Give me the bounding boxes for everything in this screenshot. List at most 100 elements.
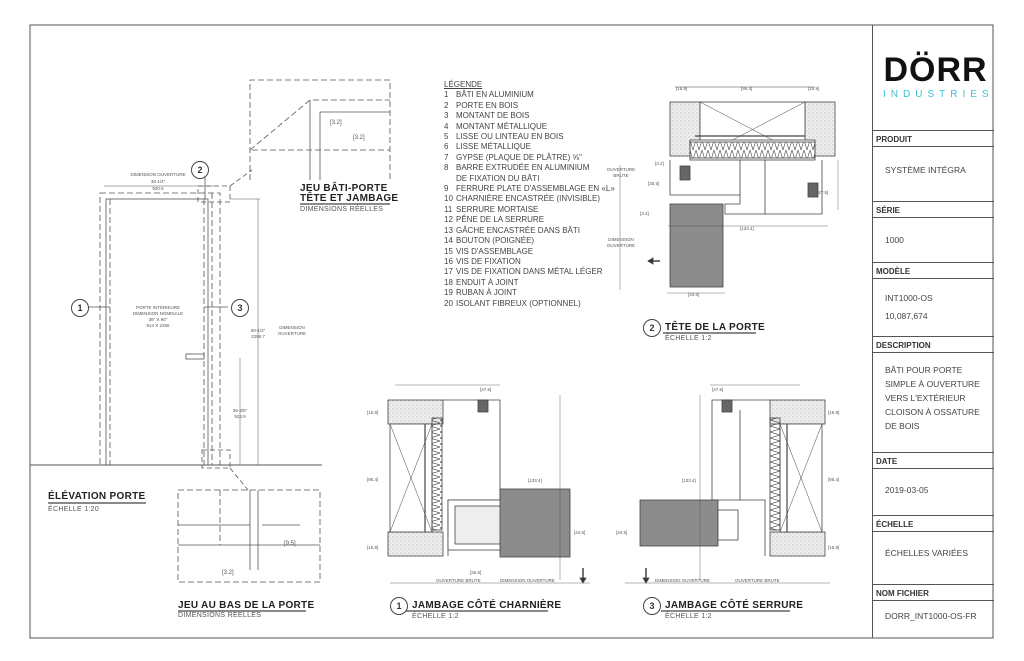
jamb-lock-scale: ÉCHELLE 1:2 <box>665 613 712 620</box>
detail-top-title: JEU BÂTI-PORTE TÊTE ET JAMBAGE <box>300 184 398 204</box>
legend-item-number: 10 <box>444 194 453 204</box>
brand-logo: DÖRR INDUSTRIES <box>883 51 994 101</box>
jamb-lock-drawing <box>625 384 830 584</box>
section-marker-2[interactable]: 2 <box>191 161 209 179</box>
door-label-line: DIMENSION NOMINALE <box>132 311 184 316</box>
description-line: DE BOIS <box>885 421 920 431</box>
brand-sub: INDUSTRIES <box>883 89 994 100</box>
jamb-lock-label: OUVERTURE BRUTE <box>735 578 780 583</box>
handle-height-in: 36-3/8" <box>232 408 248 413</box>
jamb-lock-dim: [133.4] <box>682 478 696 483</box>
section-marker-3[interactable]: 3 <box>231 299 249 317</box>
jamb-hinge-number: 1 <box>390 597 408 615</box>
legend-item: 7 GYPSE (PLAQUE DE PLÂTRE) ⅝" <box>444 153 615 163</box>
legend-item-number: 5 <box>444 132 449 142</box>
legend-item-number: 13 <box>444 225 453 235</box>
legend-item-number: 15 <box>444 246 453 256</box>
jamb-lock-dim: [44.5] <box>616 530 628 535</box>
head-detail-drawing <box>619 86 839 294</box>
title-underlines <box>48 203 790 612</box>
detail-top-dim: [3.2] <box>330 120 342 126</box>
legend-item-text: MONTANT MÉTALLIQUE <box>456 121 548 131</box>
detail-bottom-title: JEU AU BAS DE LA PORTE <box>178 600 315 611</box>
section-marker-1[interactable]: 1 <box>71 299 89 317</box>
handle-height-mm: 923.9 <box>234 414 246 419</box>
head-title: TÊTE DE LA PORTE <box>665 322 765 333</box>
detail-top-sub: DIMENSIONS RÉELLES <box>300 206 384 213</box>
legend-item-text: DE FIXATION DU BÂTI <box>456 173 540 183</box>
description-line: VERS L'EXTÉRIEUR <box>885 393 966 403</box>
legend-item-text: CHARNIÈRE ENCASTRÉE (INVISIBLE) <box>456 194 601 204</box>
jamb-hinge-dim: [133.4] <box>528 478 542 483</box>
legend-item-text: VIS DE FIXATION <box>456 256 521 266</box>
legend-item-number: 2 <box>444 100 449 110</box>
jamb-lock-title: JAMBAGE CÔTÉ SERRURE <box>665 600 804 611</box>
jamb-hinge-scale: ÉCHELLE 1:2 <box>412 613 459 620</box>
date-value: 2019-03-05 <box>885 485 929 495</box>
title-block: DÖRR INDUSTRIES PRODUIT SYSTÈME INTÉGRA … <box>872 25 994 638</box>
brand-name: DÖRR <box>883 51 988 89</box>
jamb-lock-label: DIMENSION OUVERTURE <box>655 578 710 583</box>
jamb-lock-dim: [15.9] <box>828 410 840 415</box>
legend-item-number: 4 <box>444 121 449 131</box>
legend-item-text: BÂTI EN ALUMINIUM <box>456 90 534 100</box>
jamb-lock-dim: [95.4] <box>828 477 840 482</box>
serie-value: 1000 <box>885 235 904 245</box>
head-dim: [133.4] <box>740 226 754 231</box>
echelle-header: ÉCHELLE <box>873 515 994 532</box>
detail-bottom-dim: [9.5] <box>284 541 296 547</box>
head-label: OUVERTURE <box>606 243 636 248</box>
legend-item: 3 MONTANT DE BOIS <box>444 111 615 121</box>
legend-item-number: 18 <box>444 277 453 287</box>
legend-item-text: FERRURE PLATE D'ASSEMBLAGE EN «L» <box>456 184 615 194</box>
jamb-hinge-label: DIMENSION OUVERTURE <box>500 578 555 583</box>
legend-item-number: 20 <box>444 298 453 308</box>
jamb-hinge-dim: [47.5] <box>480 387 492 392</box>
legend-item-number: 3 <box>444 111 449 121</box>
legend-item-text: GYPSE (PLAQUE DE PLÂTRE) ⅝" <box>456 152 582 162</box>
legend-item: DE FIXATION DU BÂTI <box>444 174 615 184</box>
legend-item-number: 7 <box>444 152 449 162</box>
serie-header: SÉRIE <box>873 201 994 218</box>
date-header: DATE <box>873 452 994 469</box>
jamb-hinge-title: JAMBAGE CÔTÉ CHARNIÈRE <box>412 600 562 611</box>
legend-title: LÉGENDE <box>444 80 483 89</box>
legend-item-text: BOUTON (POIGNÉE) <box>456 236 535 246</box>
detail-bottom-sub: DIMENSIONS RÉELLES <box>178 612 262 619</box>
legend-item-text: BARRE EXTRUDÉE EN ALUMINIUM <box>456 163 590 173</box>
jamb-lock-dim: [47.5] <box>712 387 724 392</box>
legend-item-number: 19 <box>444 288 453 298</box>
legend-item-number <box>444 174 456 184</box>
jamb-hinge-dim: [44.5] <box>574 530 586 535</box>
modele-value-2: 10,087,674 <box>885 311 928 321</box>
elevation-title: ÉLÉVATION PORTE <box>48 491 146 502</box>
jamb-hinge-label: OUVERTURE BRUTE <box>436 578 481 583</box>
nom-fichier-header: NOM FICHIER <box>873 584 994 601</box>
elevation-width-in: 36-1/4" <box>150 179 166 184</box>
modele-value: INT1000-OS <box>885 293 933 303</box>
detail-top-title-line: TÊTE ET JAMBAGE <box>300 193 399 204</box>
legend-item-text: MONTANT DE BOIS <box>456 111 530 121</box>
head-dim: [3.2] <box>640 211 649 216</box>
description-line: SIMPLE À OUVERTURE <box>885 379 980 389</box>
legend-item-number: 1 <box>444 90 449 100</box>
legend-item-text: RUBAN À JOINT <box>456 288 517 298</box>
head-dim: [95.4] <box>741 86 753 91</box>
door-label-line: PORTE INTÉRIEURE <box>136 305 180 310</box>
elevation-width-mm: 920.6 <box>152 186 164 191</box>
jamb-hinge-dim: [35.5] <box>470 570 482 575</box>
elevation-height-label: OUVERTURE <box>277 331 307 336</box>
description-line: CLOISON À OSSATURE <box>885 407 980 417</box>
head-dim: [44.5] <box>688 292 700 297</box>
detail-bottom-dim: [3.2] <box>222 570 234 576</box>
